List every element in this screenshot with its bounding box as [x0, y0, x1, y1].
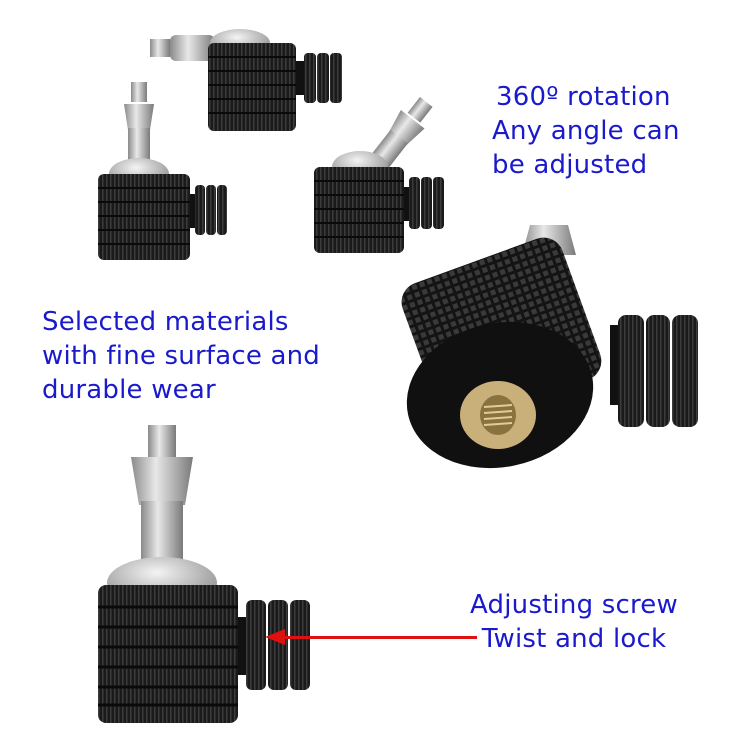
caption-rotation-line2: Any angle can [492, 116, 680, 146]
caption-rotation-line1: 360º rotation [496, 82, 671, 112]
caption-screw-line1: Adjusting screw [470, 590, 678, 620]
mount-front-large [98, 425, 310, 723]
caption-rotation-line3: be adjusted [492, 150, 648, 180]
mount-vertical-screw-small [98, 82, 227, 260]
caption-materials-line3: durable wear [42, 375, 216, 405]
mount-angled-screw [314, 97, 444, 253]
caption-screw-line2: Twist and lock [481, 624, 667, 654]
pointer-arrow-line [283, 636, 477, 639]
caption-materials: Selected materials with fine surface and… [42, 305, 320, 407]
caption-materials-line1: Selected materials [42, 307, 289, 337]
pointer-arrow-icon [265, 629, 285, 645]
caption-rotation: 360º rotation Any angle can be adjusted [492, 80, 680, 182]
caption-adjusting-screw: Adjusting screw Twist and lock [470, 588, 678, 656]
mount-bottom-view [401, 225, 698, 469]
mount-horizontal-screw [150, 29, 342, 131]
caption-materials-line2: with fine surface and [42, 341, 321, 371]
